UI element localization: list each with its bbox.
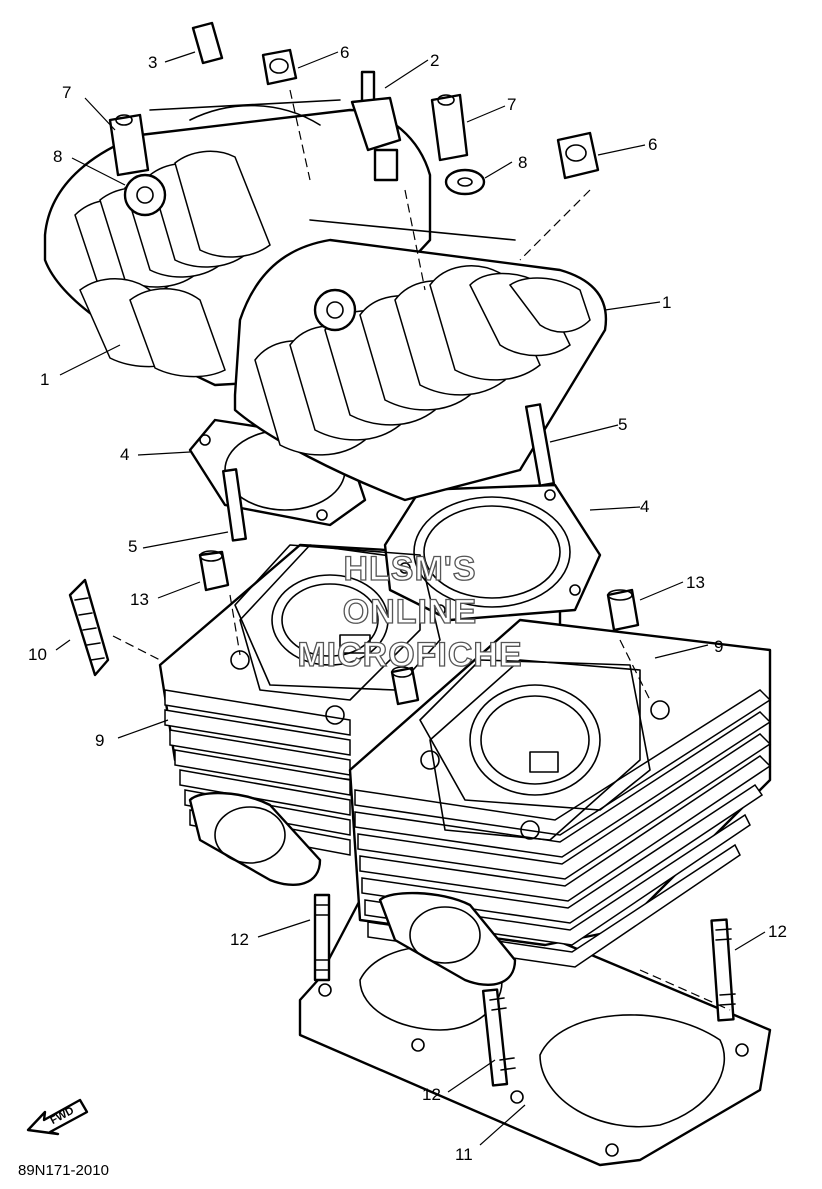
callout-6-right-nut: 6 [648, 135, 657, 154]
fwd-arrow-icon: FWD [26, 1098, 89, 1136]
callout-2-spark-plug: 2 [430, 51, 439, 70]
diagram-reference-code: 89N171-2010 [18, 1162, 109, 1179]
callout-8-left-washer: 8 [53, 147, 62, 166]
cylinder-front [348, 618, 772, 987]
spark-plug-2 [350, 70, 402, 182]
assembly-lines [112, 89, 731, 1011]
watermark-line-3: MICROFICHE [297, 636, 522, 674]
watermark: HLSM'S ONLINE MICROFICHE [297, 549, 523, 674]
callout-12-left-stud: 12 [230, 930, 249, 949]
callout-labels: 1 1 2 3 4 4 5 5 6 6 7 7 8 8 9 9 10 11 12… [28, 43, 787, 1164]
callout-3-cap: 3 [148, 53, 157, 72]
cylinder-head-front [233, 219, 608, 502]
stud-bolt-5-right [524, 403, 556, 487]
callout-12-right-stud: 12 [768, 922, 787, 941]
cylinder-front-gasket-ring [419, 659, 651, 811]
callout-13-left-pin: 13 [130, 590, 149, 609]
washer-8-right [444, 168, 486, 196]
callout-1-rear-head: 1 [40, 370, 49, 389]
callout-7-left-collar: 7 [62, 83, 71, 102]
watermark-line-2: ONLINE [343, 593, 477, 631]
nut-6-right [556, 131, 600, 180]
stud-bolt-5-left [221, 468, 248, 542]
stud-bolts-lower [313, 893, 736, 1087]
callout-9-front-cylinder: 9 [714, 637, 723, 656]
callout-11-base-gasket: 11 [455, 1145, 473, 1164]
callout-6-left-nut: 6 [340, 43, 349, 62]
callout-4-front-gasket: 4 [640, 497, 649, 516]
watermark-line-1: HLSM'S [343, 550, 476, 588]
head-gasket-front [383, 483, 602, 622]
callout-5-right-stud: 5 [618, 415, 627, 434]
callout-13-right-pin: 13 [686, 573, 705, 592]
collar-7-left [108, 113, 150, 177]
callout-9-rear-cylinder: 9 [95, 731, 104, 750]
leader-lines [55, 51, 766, 1146]
dowel-pin-13-center [390, 666, 420, 706]
callout-4-rear-gasket: 4 [120, 445, 129, 464]
cylinder-head-front-fins [254, 265, 591, 456]
dowel-pin-13-left [198, 550, 230, 592]
callout-1-front-head: 1 [662, 293, 671, 312]
cap-3 [191, 21, 224, 65]
callout-10-reed: 10 [28, 645, 47, 664]
callout-5-left-stud: 5 [128, 537, 137, 556]
collar-7-right [430, 93, 469, 162]
dowel-pin-13-right [606, 588, 640, 632]
nut-6-left [261, 48, 298, 86]
reed-element-10 [68, 578, 110, 677]
callout-12-center-stud: 12 [422, 1085, 441, 1104]
callout-8-right-washer: 8 [518, 153, 527, 172]
cylinder-head-rear [43, 99, 432, 387]
cylinder-rear-gasket-ring [234, 544, 441, 691]
callout-7-right-collar: 7 [507, 95, 516, 114]
